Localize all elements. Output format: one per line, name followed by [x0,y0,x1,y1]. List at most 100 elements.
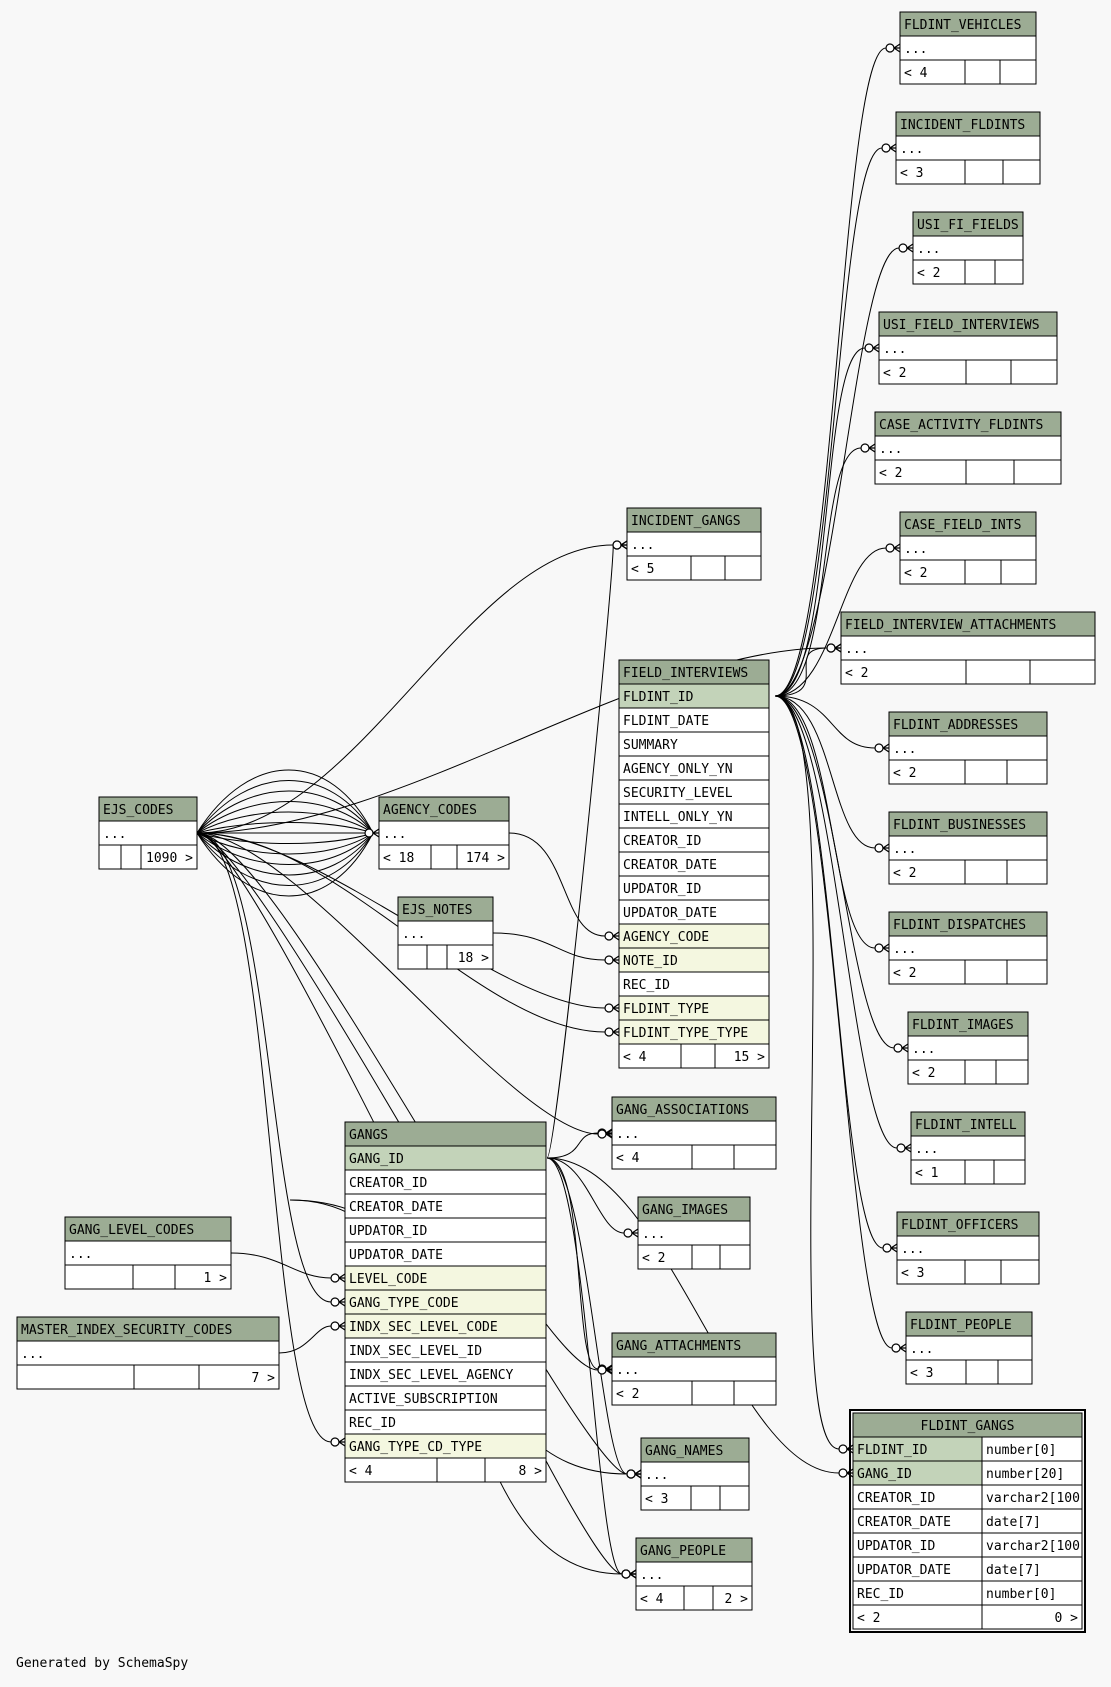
child-count[interactable]: < 3 [900,166,923,181]
many-marker [612,1003,620,1013]
child-count[interactable]: < 1 [915,1166,938,1181]
table-fldint-images[interactable]: FLDINT_IMAGES...< 2 [907,1011,1029,1085]
column-name: ... [645,1468,668,1483]
many-marker [899,1343,907,1353]
relationship-edge [774,695,895,1049]
table-gang-names[interactable]: GANG_NAMES...< 3 [640,1437,750,1511]
child-count[interactable]: < 2 [893,866,916,881]
column-name: UPDATOR_ID [349,1224,427,1239]
parent-count[interactable]: 0 > [1055,1611,1079,1626]
column-name: REC_ID [857,1587,904,1602]
table-gang-images[interactable]: GANG_IMAGES...< 2 [637,1196,751,1270]
collapsed-columns-row [912,235,1024,261]
child-count[interactable]: < 3 [910,1366,933,1381]
child-count[interactable]: < 4 [349,1464,373,1479]
collapsed-columns-row [640,1461,750,1487]
child-count[interactable]: < 2 [616,1387,639,1402]
child-count[interactable]: < 3 [645,1492,668,1507]
table-fldint-officers[interactable]: FLDINT_OFFICERS...< 3 [896,1211,1040,1285]
table-gang-associations[interactable]: GANG_ASSOCIATIONS...< 4 [611,1096,777,1170]
parent-count[interactable]: 7 > [252,1371,276,1386]
table-usi-field-interviews[interactable]: USI_FIELD_INTERVIEWS...< 2 [878,311,1058,385]
table-fldint-dispatches[interactable]: FLDINT_DISPATCHES...< 2 [888,911,1048,985]
relationship-edge [196,780,374,834]
table-header [635,1537,753,1563]
relationship-edge [196,832,374,897]
table-incident-fldints[interactable]: INCIDENT_FLDINTS...< 3 [895,111,1041,185]
child-count[interactable]: < 2 [893,966,916,981]
table-master-index-security-codes[interactable]: MASTER_INDEX_SECURITY_CODES...7 > [16,1316,280,1390]
table-footer [16,1364,280,1390]
relationship-edge [196,769,374,834]
optional-marker [364,828,374,838]
parent-count[interactable]: 18 > [458,951,489,966]
column-type: number[0] [986,1587,1056,1602]
table-gangs[interactable]: GANGSGANG_IDCREATOR_IDCREATOR_DATEUPDATO… [344,1121,547,1483]
table-fldint-people[interactable]: FLDINT_PEOPLE...< 3 [905,1311,1033,1385]
parent-count[interactable]: 1 > [204,1271,228,1286]
relationship-edge [546,1157,623,1575]
table-header [899,511,1037,537]
column-name: FLDINT_TYPE [623,1002,709,1017]
many-marker [620,540,628,550]
collapsed-columns-row [888,935,1048,961]
table-gang-attachments[interactable]: GANG_ATTACHMENTS...< 2 [611,1332,777,1406]
column-row [344,1193,547,1219]
child-count[interactable]: < 3 [901,1266,924,1281]
child-count[interactable]: < 2 [642,1251,665,1266]
child-count[interactable]: < 2 [912,1066,935,1081]
table-case-activity-fldints[interactable]: CASE_ACTIVITY_FLDINTS...< 2 [874,411,1062,485]
relationship-edge [508,832,606,937]
table-usi-fi-fields[interactable]: USI_FI_FIELDS...< 2 [912,211,1024,285]
parent-count[interactable]: 2 > [725,1592,749,1607]
parent-count[interactable]: 8 > [519,1464,543,1479]
many-marker [372,828,380,838]
child-count[interactable]: < 4 [623,1050,647,1065]
table-case-field-ints[interactable]: CASE_FIELD_INTS...< 2 [899,511,1037,585]
table-name: USI_FI_FIELDS [917,218,1019,233]
child-count[interactable]: < 5 [631,562,654,577]
many-marker [338,1437,346,1447]
child-count[interactable]: < 2 [879,466,902,481]
parent-count[interactable]: 1090 > [146,851,193,866]
column-name: AGENCY_CODE [623,930,709,945]
child-count[interactable]: < 4 [904,66,928,81]
table-field-interview-attachments[interactable]: FIELD_INTERVIEW_ATTACHMENTS...< 2 [840,611,1096,685]
child-count[interactable]: < 2 [893,766,916,781]
table-ejs-notes[interactable]: EJS_NOTES...18 > [397,896,494,970]
child-count[interactable]: < 4 [616,1151,640,1166]
optional-marker [874,743,884,753]
table-ejs-codes[interactable]: EJS_CODES...1090 > [98,796,198,870]
table-name: FIELD_INTERVIEWS [623,666,748,681]
relationship-edge [774,47,887,697]
table-field-interviews[interactable]: FIELD_INTERVIEWSFLDINT_IDFLDINT_DATESUMM… [618,659,770,1069]
child-count[interactable]: < 2 [904,566,927,581]
relationship-edge [196,832,374,876]
table-name: GANG_LEVEL_CODES [69,1223,194,1238]
table-header [611,1096,777,1122]
column-name: INDX_SEC_LEVEL_CODE [349,1320,498,1335]
table-gang-level-codes[interactable]: GANG_LEVEL_CODES...1 > [64,1216,232,1290]
column-name: GANG_ID [349,1152,404,1167]
table-fldint-vehicles[interactable]: FLDINT_VEHICLES...< 4 [899,11,1037,85]
column-row [618,779,770,805]
parent-count[interactable]: 174 > [466,851,505,866]
table-fldint-intell[interactable]: FLDINT_INTELL...< 1 [910,1111,1026,1185]
table-name: FLDINT_GANGS [921,1419,1015,1434]
child-count[interactable]: < 2 [845,666,868,681]
child-count[interactable]: < 2 [917,266,940,281]
many-marker [338,1297,346,1307]
child-count[interactable]: < 2 [857,1611,880,1626]
child-count[interactable]: < 18 [383,851,414,866]
child-count[interactable]: < 4 [640,1592,664,1607]
table-fldint-addresses[interactable]: FLDINT_ADDRESSES...< 2 [888,711,1048,785]
table-fldint-businesses[interactable]: FLDINT_BUSINESSES...< 2 [888,811,1048,885]
column-row [852,1532,983,1558]
table-incident-gangs[interactable]: INCIDENT_GANGS...< 5 [626,507,762,581]
child-count[interactable]: < 2 [883,366,906,381]
parent-count[interactable]: 15 > [734,1050,765,1065]
